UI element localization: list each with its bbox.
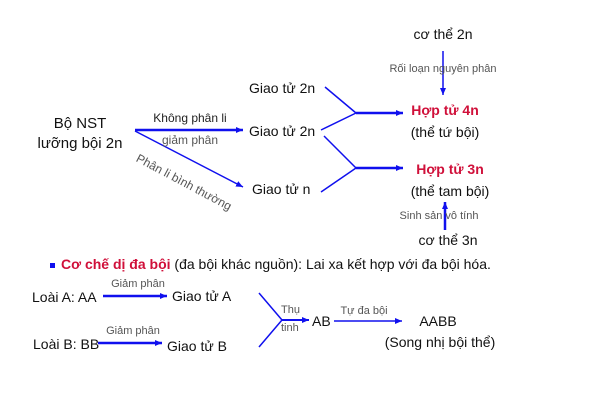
result-aabb: AABB <box>419 313 457 329</box>
body-3n: cơ thể 3n <box>418 232 478 248</box>
meiosis-b-label: Giảm phân <box>106 325 160 337</box>
source-line1: Bộ NST <box>53 115 107 132</box>
gamete-a: Giao tử A <box>172 288 232 304</box>
asexual-label: Sinh sản vô tính <box>399 210 479 222</box>
species-a: Loài A: AA <box>32 289 97 305</box>
arrow-normal <box>134 130 244 188</box>
source-line2: lưỡng bội 2n <box>37 135 123 152</box>
zygote-3n-desc: (thể tam bội) <box>410 183 490 199</box>
meiosis-a-label: Giảm phân <box>111 278 165 290</box>
species-b: Loài B: BB <box>33 336 100 352</box>
fork-fertilization <box>258 292 283 348</box>
fork-3n <box>320 135 358 193</box>
gamete-n: Giao tử n <box>252 181 311 197</box>
allopolyploid-heading: Cơ chế dị đa bội (đa bội khác nguồn): La… <box>50 257 491 271</box>
gamete-2n-b: Giao tử 2n <box>249 123 316 139</box>
bullet-icon <box>50 262 55 268</box>
zygote-3n: Hợp tử 3n <box>416 161 484 177</box>
zygote-4n: Hợp tử 4n <box>411 102 479 118</box>
heading-rest: (đa bội khác nguồn): Lai xa kết hợp với … <box>170 256 491 272</box>
fertilization-label-1: Thụ <box>281 304 300 316</box>
gamete-2n-a: Giao tử 2n <box>249 80 316 96</box>
mitosis-disorder-label: Rối loạn nguyên phân <box>389 63 497 75</box>
zygote-4n-desc: (thể tứ bội) <box>410 124 480 140</box>
hybrid-ab: AB <box>312 313 331 329</box>
gamete-b: Giao tử B <box>167 338 227 354</box>
heading-bold: Cơ chế dị đa bội <box>61 256 171 272</box>
nondisjunction-label: Không phân li <box>153 111 227 125</box>
meiosis-label: giảm phân <box>161 133 219 147</box>
doubling-label: Tự đa bội <box>340 305 388 317</box>
result-desc: (Song nhị bội thể) <box>384 334 496 350</box>
fork-4n <box>320 86 358 131</box>
body-2n: cơ thể 2n <box>413 26 473 42</box>
fertilization-label-2: tinh <box>281 322 299 334</box>
